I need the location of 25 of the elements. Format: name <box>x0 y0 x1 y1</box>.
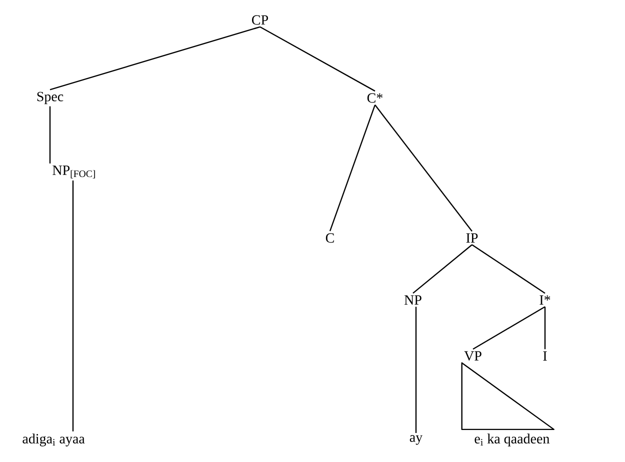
category-label: CP <box>252 15 268 25</box>
category-label: C* <box>367 93 382 103</box>
branch-line <box>72 180 74 432</box>
category-label: NP <box>404 295 422 305</box>
category-label: VP <box>464 351 482 361</box>
branch-line <box>374 104 472 232</box>
branch-line <box>49 106 51 164</box>
branch-line <box>415 306 417 433</box>
branch-line <box>260 26 376 92</box>
branch-line <box>472 244 546 294</box>
word-label: adiga$_{i}$ ayaa <box>22 434 85 446</box>
branch-line <box>472 306 546 350</box>
branch-line <box>412 244 472 294</box>
branch-line <box>50 26 260 90</box>
category-label: I <box>543 351 547 361</box>
category-label: Spec <box>37 92 64 104</box>
word-label: e$_{i}$ ka qaadeen <box>474 434 550 446</box>
branch-line <box>329 104 376 232</box>
branch-line <box>544 306 546 350</box>
category-label: I* <box>540 295 550 305</box>
category-label: IP <box>466 233 478 243</box>
triangle-edge <box>461 362 554 430</box>
category-label: NP$_{[FOC]}$ <box>52 166 95 178</box>
word-label: ay <box>410 435 423 445</box>
category-label: C <box>326 233 334 243</box>
